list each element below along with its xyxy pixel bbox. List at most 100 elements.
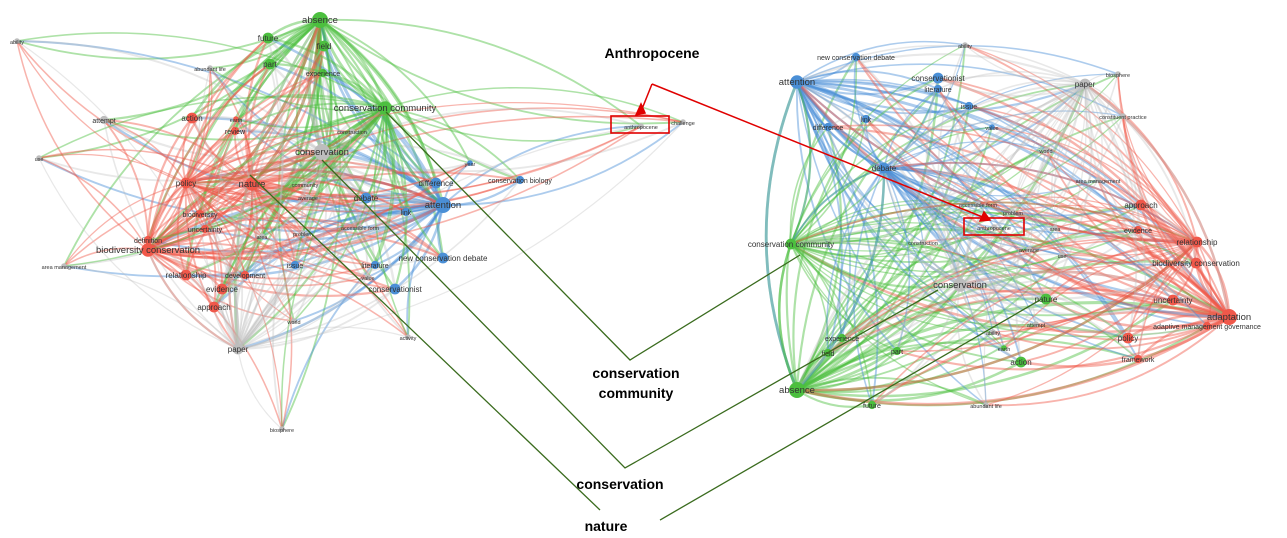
right-edge-debate-difference xyxy=(827,126,885,169)
right-edge-relationship-debate xyxy=(883,161,1198,243)
left-node-debate: debate xyxy=(354,192,379,204)
callout-conservation-community-line2: community xyxy=(599,385,674,401)
left-edge-policy-use xyxy=(38,153,187,184)
left-edge-conservation-year xyxy=(321,151,471,173)
left-edge-conservation-community-absence xyxy=(318,19,386,110)
right-edge-relationship-paper xyxy=(1084,83,1198,243)
right-edge-absence-accessible-form xyxy=(796,203,979,391)
right-edge-absence-construction xyxy=(796,241,924,391)
left-node-activity: activity xyxy=(400,334,417,342)
left-edge-nature-year xyxy=(251,162,471,196)
left-edge-attention-nature xyxy=(251,182,444,215)
right-edge-paper-debate xyxy=(883,83,1086,169)
left-edge-paper-development xyxy=(233,274,246,350)
left-node-marker xyxy=(349,128,355,134)
left-edge-paper-conservation xyxy=(237,151,324,350)
left-edge-biodiversity-conservation-earth xyxy=(147,118,237,251)
left-edge-policy-conservation-community xyxy=(185,107,386,185)
right-edge-absence-new-conservation-debate xyxy=(785,56,857,391)
left-edge-policy-challenge xyxy=(185,102,684,184)
left-edge-absence-community xyxy=(295,19,321,185)
right-edge-conservation-policy xyxy=(959,283,1129,339)
right-edge-adaptation-absence xyxy=(796,315,1230,406)
right-node-future: future xyxy=(863,400,881,410)
right-edge-relationship-new-conservation-debate xyxy=(855,56,1198,243)
right-edge-absence-average xyxy=(796,248,1030,391)
right-edge-attention-absence xyxy=(764,81,799,391)
left-edge-nature-new-conservation-debate xyxy=(251,182,444,259)
right-edge-conservation-attempt xyxy=(959,284,1037,325)
right-edge-adaptation-literature xyxy=(937,88,1230,319)
right-edge-conservation-community-relationship xyxy=(790,201,1198,245)
left-node-definition: definition xyxy=(134,235,162,245)
right-edge-paper-conservationist xyxy=(937,77,1086,97)
right-edge-debate-action xyxy=(883,167,1022,363)
left-edge-conservation-community-part xyxy=(269,62,386,109)
left-edge-biodiversity-conservation-conservation xyxy=(146,150,323,251)
right-node-nature: nature xyxy=(1035,293,1058,305)
right-edge-relationship-attention xyxy=(796,81,1198,244)
left-node-biosphere: biosphere xyxy=(270,426,294,434)
left-edge-paper-average xyxy=(237,196,309,350)
right-edge-attention-attempt xyxy=(796,81,1037,325)
left-edge-conservation-area xyxy=(261,151,323,237)
right-edge-absence-world xyxy=(796,149,1047,391)
right-edge-conservation-community-framework xyxy=(790,242,1139,360)
left-edge-conservation-community-earth xyxy=(235,107,386,129)
right-edge-debate-accessible-form xyxy=(883,167,979,205)
left-edge-conservation-community-evidence xyxy=(220,107,386,290)
left-edge-biodiversity-conservation-activity xyxy=(147,249,409,338)
right-edge-conservation-community-evidence xyxy=(790,229,1139,273)
left-node-label: conservation community xyxy=(334,103,437,114)
right-edge-adaptation-conservation xyxy=(959,270,1230,319)
left-node-experience: experience xyxy=(306,68,340,78)
right-edge-conservation-constituent-practice xyxy=(959,115,1124,286)
right-node-marker xyxy=(1115,71,1121,77)
right-node-marker xyxy=(991,224,997,230)
left-edge-paper-link xyxy=(237,211,407,350)
left-edge-absence-challenge xyxy=(319,19,684,125)
right-edge-adaptation-action xyxy=(1020,315,1230,368)
left-edge-attention-conservationist xyxy=(394,204,445,290)
right-edge-conservation-community-use xyxy=(790,243,1063,278)
right-edge-paper-problem xyxy=(1012,83,1086,213)
left-edge-biodiversity-conservation-abundant-life xyxy=(147,67,211,251)
left-edge-paper-definition xyxy=(147,239,239,350)
right-edge-paper-difference xyxy=(827,74,1086,128)
left-edge-conservation-community-relationship xyxy=(185,107,386,277)
right-edge-debate-attempt xyxy=(883,167,1037,325)
left-edge-paper-uncertainty xyxy=(204,228,240,350)
left-edge-attention-issue xyxy=(294,203,444,266)
left-edge-conservation-attempt xyxy=(103,119,323,160)
left-edge-attention-ability xyxy=(16,40,444,206)
right-edge-adaptation-abundant-life xyxy=(985,316,1230,407)
right-node-marker xyxy=(953,278,967,292)
right-node-label: relationship xyxy=(1177,238,1218,247)
right-edge-debate-biosphere xyxy=(883,73,1119,169)
left-edge-nature-link xyxy=(251,179,407,213)
left-node-marker xyxy=(314,144,330,160)
left-edge-conservation-community-area-management xyxy=(63,107,386,267)
right-edge-conservation-community-paper xyxy=(790,83,1086,245)
right-edge-attention-ability xyxy=(796,40,966,83)
left-edge-biodiversity-conservation-link xyxy=(147,211,407,260)
left-node-uncertainty: uncertainty xyxy=(188,224,223,234)
left-node-marker xyxy=(259,233,265,239)
left-edge-conservation-biodiversity-conservation xyxy=(146,150,323,251)
right-edge-relationship-policy xyxy=(1127,241,1198,339)
left-edge-absence-attention xyxy=(319,18,445,206)
right-node-label: attempt xyxy=(1027,323,1046,329)
right-edge-absence-attention xyxy=(764,81,799,391)
right-edge-debate-abundant-life xyxy=(883,167,987,406)
right-edge-relationship-conservation-community xyxy=(790,201,1198,245)
right-edge-adaptation-anthropocene xyxy=(993,226,1230,318)
left-edge-absence-biodiversity xyxy=(198,19,321,215)
right-edge-paper-issue xyxy=(968,80,1086,107)
right-edge-attention-conservation-community xyxy=(789,81,812,245)
right-edge-debate-field xyxy=(826,167,885,354)
right-node-adaptive-management-governance: adaptive management governance xyxy=(1153,321,1261,331)
left-edge-attention-conservation-community xyxy=(383,107,444,207)
left-node-marker xyxy=(389,283,401,295)
right-node-label: biosphere xyxy=(1106,73,1130,79)
left-edge-conservation-review xyxy=(234,129,323,153)
